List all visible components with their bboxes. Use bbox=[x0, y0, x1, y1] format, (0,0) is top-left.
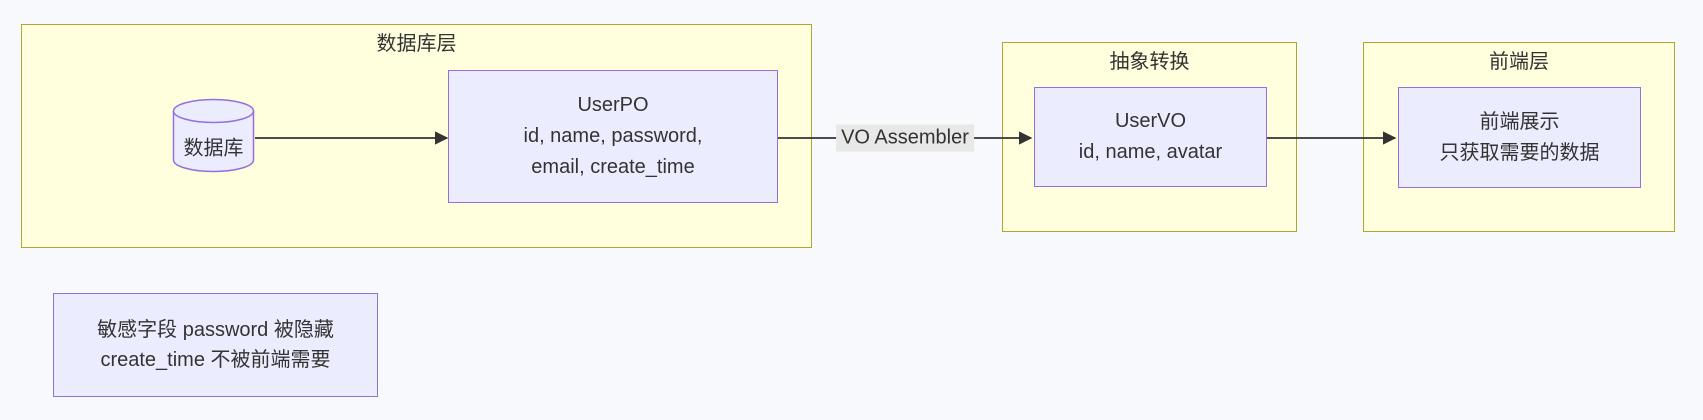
cluster-abstract-transform-title: 抽象转换 bbox=[1109, 51, 1190, 73]
frontend-display-title: 前端展示 bbox=[1479, 110, 1560, 133]
uservo-fields: id, name, avatar bbox=[1078, 141, 1223, 163]
edge-label-vo-assembler: VO Assembler bbox=[836, 124, 974, 152]
cluster-frontend-layer-title: 前端层 bbox=[1489, 51, 1549, 73]
cylinder-icon bbox=[172, 98, 255, 173]
frontend-display-desc: 只获取需要的数据 bbox=[1439, 141, 1600, 164]
database-node: 数据库 bbox=[172, 98, 255, 173]
userpo-node: UserPO id, name, password, email, create… bbox=[448, 70, 778, 203]
note-line-1: 敏感字段 password 被隐藏 bbox=[97, 319, 334, 341]
cluster-database-layer-title: 数据库层 bbox=[376, 33, 457, 55]
note-node: 敏感字段 password 被隐藏 create_time 不被前端需要 bbox=[53, 293, 378, 397]
frontend-display-node: 前端展示 只获取需要的数据 bbox=[1398, 87, 1641, 188]
uservo-node: UserVO id, name, avatar bbox=[1034, 87, 1267, 187]
database-node-label: 数据库 bbox=[183, 137, 244, 160]
note-line-2: create_time 不被前端需要 bbox=[100, 349, 331, 371]
userpo-title: UserPO bbox=[577, 94, 649, 116]
userpo-fields-line1: id, name, password, bbox=[523, 125, 703, 147]
userpo-fields-line2: email, create_time bbox=[531, 156, 695, 178]
uservo-title: UserVO bbox=[1114, 110, 1187, 132]
